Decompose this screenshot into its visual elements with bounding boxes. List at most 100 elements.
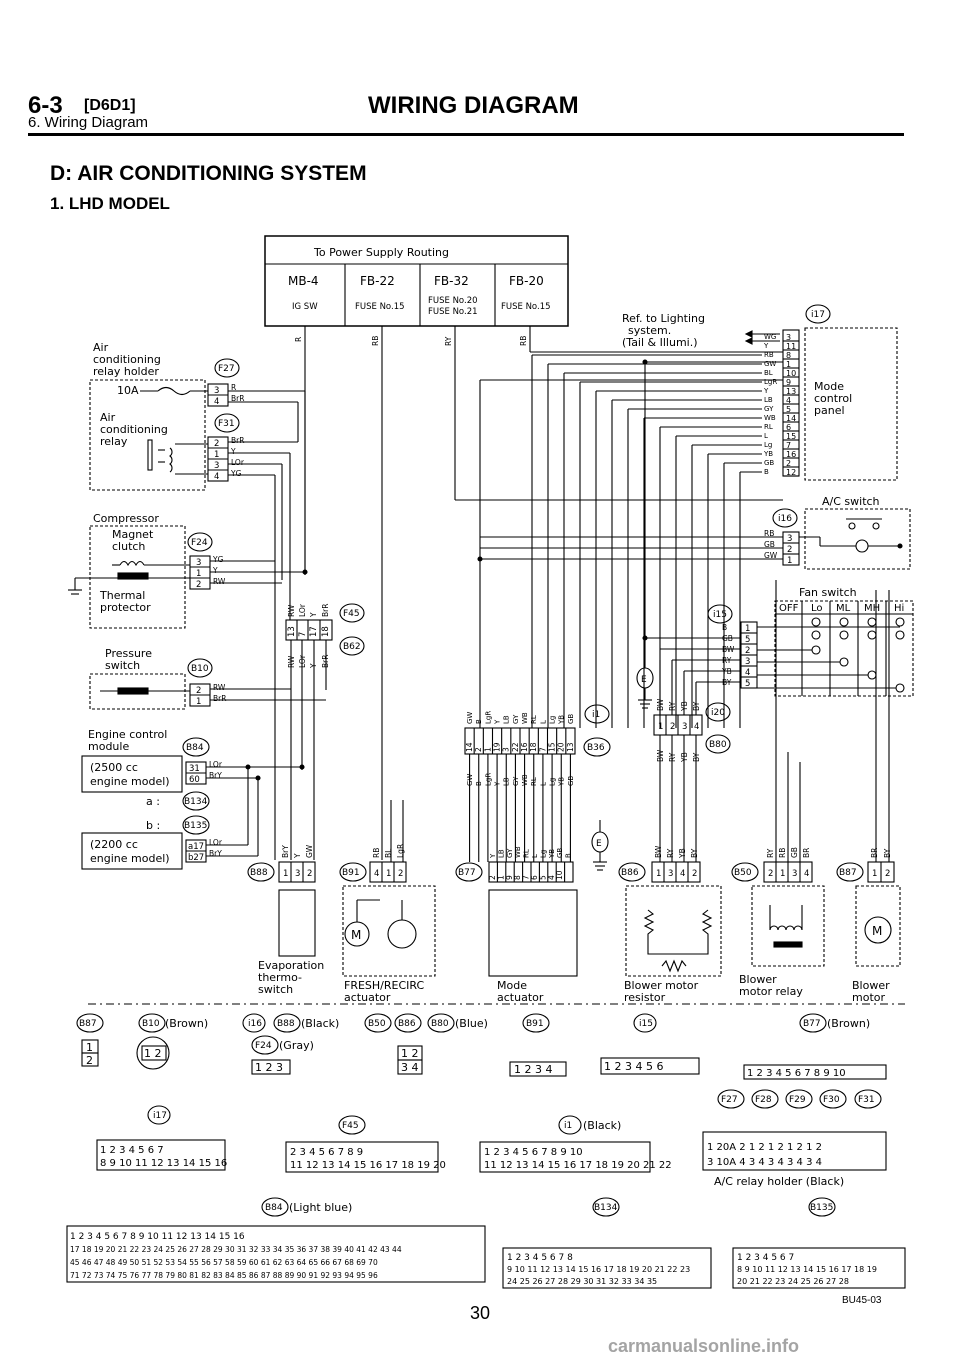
mode-control-panel: i17 Mode control panel 31181109134514615… xyxy=(531,304,898,728)
svg-text:B86: B86 xyxy=(621,868,639,878)
svg-text:1: 1 xyxy=(780,869,785,879)
power-src-4: FUSE No.15 xyxy=(501,302,551,312)
svg-text:RW: RW xyxy=(213,683,226,692)
page-number: 30 xyxy=(469,1303,491,1323)
i17-wire-color: LgR xyxy=(764,378,777,386)
i1-wire-color-top: Lg xyxy=(549,716,557,724)
svg-text:3: 3 xyxy=(745,657,750,667)
section-number: 6-3 xyxy=(28,92,63,119)
power-src-3: FUSE No.20 xyxy=(428,296,478,306)
svg-text:Air: Air xyxy=(100,411,116,424)
i1-pin: 7 xyxy=(538,747,547,752)
svg-text:switch: switch xyxy=(105,659,140,672)
svg-text:LOr: LOr xyxy=(231,458,245,467)
connector-f31: F31 2 1 3 4 BrR Y LOr YG xyxy=(207,402,299,860)
b77-wire-color: Y xyxy=(489,853,497,859)
svg-text:17 18 19 20 21 22 23 24 25 26: 17 18 19 20 21 22 23 24 25 26 27 28 29 3… xyxy=(70,1245,402,1254)
svg-text:Magnet: Magnet xyxy=(112,528,154,541)
svg-text:BrY: BrY xyxy=(209,771,222,780)
i17-wire-color: YB xyxy=(763,450,773,458)
svg-text:a :: a : xyxy=(146,795,160,808)
i17-pin: 9 xyxy=(786,378,791,387)
svg-text:B134: B134 xyxy=(184,797,208,807)
svg-text:BR: BR xyxy=(870,848,879,858)
fan-pos-off: OFF xyxy=(779,603,799,614)
svg-text:LOr: LOr xyxy=(209,838,223,847)
i1-pin: 18 xyxy=(529,742,538,752)
b77-wire-color: Lg xyxy=(539,850,547,858)
svg-text:Mode: Mode xyxy=(814,380,844,393)
i1-wire-color-top: LB xyxy=(503,715,511,724)
svg-text:(2200 cc: (2200 cc xyxy=(90,838,138,851)
svg-text:M: M xyxy=(351,928,361,942)
svg-text:20 21 22 23 24 25 26 27: 20 21 22 23 24 25 26 27 28 xyxy=(737,1277,849,1286)
svg-text:YG: YG xyxy=(212,555,224,564)
svg-text:module: module xyxy=(88,740,129,753)
i1-pin: 14 xyxy=(465,742,474,752)
svg-text:thermo-: thermo- xyxy=(258,971,302,984)
svg-text:1: 1 xyxy=(196,697,201,707)
svg-text:F24: F24 xyxy=(191,538,208,548)
fan-switch: Fan switch i15 OFF Lo ML MH Hi 1 5 2 3 4… xyxy=(642,586,914,697)
svg-text:F27: F27 xyxy=(721,1095,738,1105)
i1-pin: 15 xyxy=(548,742,557,752)
svg-text:1: 1 xyxy=(787,556,792,566)
engine-control-module: Engine control module (2500 cc engine mo… xyxy=(81,728,183,870)
i17-pin: 16 xyxy=(786,450,796,459)
compressor: Compressor Magnet clutch Thermal protect… xyxy=(68,512,190,629)
svg-text:3 4: 3 4 xyxy=(401,1061,419,1074)
connector-legend: B87 1 2 B10 (Brown) 1 2 i16 B88 (Black) … xyxy=(66,1013,906,1289)
svg-text:B36: B36 xyxy=(587,743,605,753)
svg-text:LOr: LOr xyxy=(209,760,223,769)
svg-text:RW: RW xyxy=(287,604,296,617)
svg-text:F24: F24 xyxy=(255,1041,272,1051)
svg-text:24 25 26 27 28 29 30 31 32: 24 25 26 27 28 29 30 31 32 33 34 35 xyxy=(507,1277,657,1286)
i17-pin: 1 xyxy=(786,360,791,369)
svg-text:4: 4 xyxy=(374,869,379,879)
svg-text:Thermal: Thermal xyxy=(99,589,145,602)
evaporation-thermo-switch: B88 1 3 2 BrY Y GW Evaporation thermo- s… xyxy=(247,844,324,996)
i17-pin: 4 xyxy=(786,396,791,405)
svg-text:BrR: BrR xyxy=(231,394,244,403)
svg-text:2: 2 xyxy=(670,722,675,732)
svg-text:B88: B88 xyxy=(277,1019,295,1029)
svg-text:13: 13 xyxy=(287,626,297,637)
svg-text:F29: F29 xyxy=(789,1095,806,1105)
b77-wire-color: YB xyxy=(548,849,556,859)
svg-text:relay holder: relay holder xyxy=(93,365,159,378)
fresh-recirc-actuator: B91 4 1 2 RB BL LgR M FRESH/RECIRC actua… xyxy=(339,800,436,1004)
svg-text:Y: Y xyxy=(293,853,302,859)
svg-text:i16: i16 xyxy=(778,514,792,524)
i1-wire-color-top: LgR xyxy=(484,711,492,724)
i1-wire-color-top: B xyxy=(475,719,483,724)
svg-text:B87: B87 xyxy=(839,868,857,878)
i1-pin: 3 xyxy=(502,747,511,752)
svg-text:BrR: BrR xyxy=(213,694,226,703)
connector-i1: i1 B36 14GWGW2BB1LgRLgR19YY3LBLB22GYGY16… xyxy=(464,704,611,862)
svg-text:5: 5 xyxy=(745,635,750,645)
i1-pin: 13 xyxy=(566,742,575,752)
svg-text:1 2 3 4 5 6 7 8 9 10: 1 2 3 4 5 6 7 8 9 10 xyxy=(747,1068,846,1079)
svg-text:1 2 3 4 5 6: 1 2 3 4 5 6 7 8 xyxy=(507,1253,573,1263)
connector-f24: F24 3 1 2 YG Y RW xyxy=(187,532,305,590)
svg-text:B10: B10 xyxy=(142,1019,160,1029)
bus-wires xyxy=(245,351,890,862)
svg-text:1: 1 xyxy=(196,569,201,579)
site-watermark: carmanualsonline.info xyxy=(608,1336,800,1356)
power-src-2: FUSE No.15 xyxy=(355,302,405,312)
svg-text:i15: i15 xyxy=(713,610,727,620)
svg-text:Compressor: Compressor xyxy=(93,512,159,525)
i17-wire-color: Lg xyxy=(764,441,772,449)
svg-text:1: 1 xyxy=(745,624,750,634)
blower-motor-resistor: B86 1 3 4 2 BW RY YB BY Blower motor res… xyxy=(618,845,722,1004)
svg-text:F45: F45 xyxy=(342,1121,359,1131)
svg-text:i17: i17 xyxy=(153,1111,167,1121)
svg-text:Pressure: Pressure xyxy=(105,647,152,660)
svg-text:YG: YG xyxy=(230,469,242,478)
svg-text:F27: F27 xyxy=(218,364,235,374)
svg-text:engine model): engine model) xyxy=(90,775,170,788)
svg-text:3: 3 xyxy=(787,534,792,544)
svg-text:engine model): engine model) xyxy=(90,852,170,865)
i17-pin: 10 xyxy=(786,369,796,378)
svg-text:conditioning: conditioning xyxy=(100,423,168,436)
